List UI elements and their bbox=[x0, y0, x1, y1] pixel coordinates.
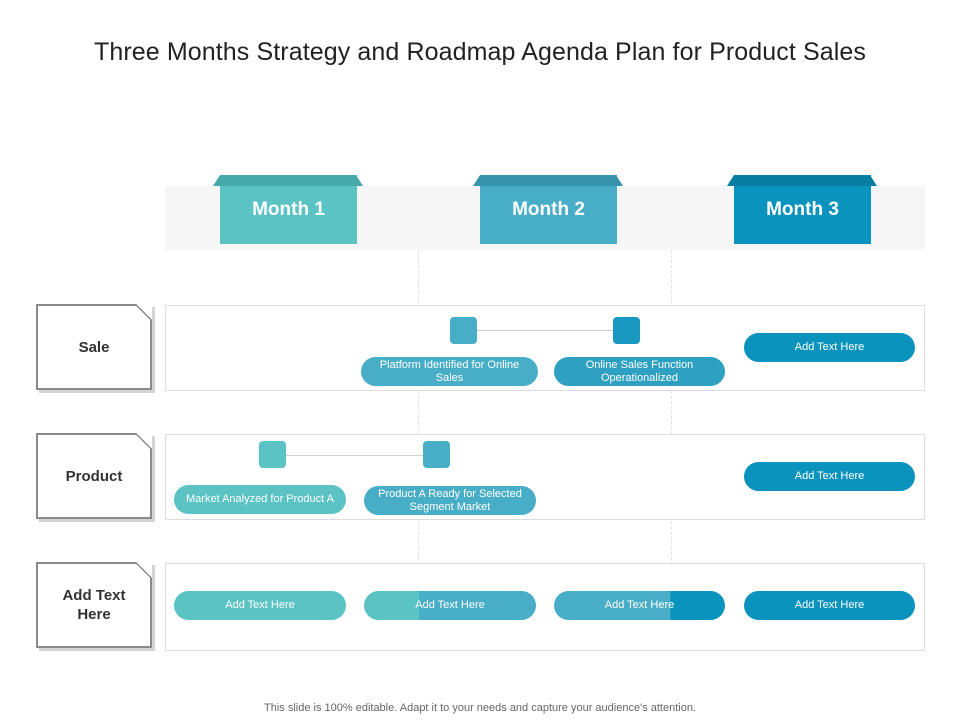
task-pill[interactable]: Add Text Here bbox=[174, 591, 346, 620]
folded-corner bbox=[136, 304, 152, 320]
month-3-label: Month 3 bbox=[766, 198, 839, 220]
month-2-tab[interactable]: Month 2 bbox=[473, 175, 623, 244]
folded-corner bbox=[136, 433, 152, 449]
month-1-tab[interactable]: Month 1 bbox=[213, 175, 363, 244]
month-divider bbox=[418, 250, 419, 590]
task-pill[interactable]: Product A Ready for Selected Segment Mar… bbox=[364, 486, 536, 515]
milestone-marker[interactable] bbox=[450, 317, 477, 344]
page-title: Three Months Strategy and Roadmap Agenda… bbox=[93, 38, 867, 66]
milestone-marker[interactable] bbox=[259, 441, 286, 468]
month-1-label: Month 1 bbox=[252, 198, 325, 220]
task-pill[interactable]: Add Text Here bbox=[744, 333, 915, 362]
month-divider bbox=[671, 250, 672, 590]
milestone-connector bbox=[286, 455, 424, 456]
row-label-product: Product bbox=[36, 433, 152, 519]
task-pill[interactable]: Platform Identified for Online Sales bbox=[361, 357, 538, 386]
row-label-text: Sale bbox=[78, 338, 110, 356]
footer-note: This slide is 100% editable. Adapt it to… bbox=[264, 702, 696, 714]
task-pill[interactable]: Add Text Here bbox=[364, 591, 536, 620]
tab-ear bbox=[213, 175, 363, 186]
task-pill[interactable]: Add Text Here bbox=[554, 591, 725, 620]
month-3-tab[interactable]: Month 3 bbox=[727, 175, 877, 244]
task-pill[interactable]: Market Analyzed for Product A bbox=[174, 485, 346, 514]
row-label-text: Product bbox=[65, 467, 123, 485]
tab-ear bbox=[473, 175, 623, 186]
milestone-connector bbox=[477, 330, 627, 331]
milestone-marker[interactable] bbox=[613, 317, 640, 344]
task-pill[interactable]: Add Text Here bbox=[744, 591, 915, 620]
task-pill[interactable]: Online Sales Function Operationalized bbox=[554, 357, 725, 386]
task-pill[interactable]: Add Text Here bbox=[744, 462, 915, 491]
milestone-marker[interactable] bbox=[423, 441, 450, 468]
folded-corner bbox=[136, 562, 152, 578]
row-label-sale: Sale bbox=[36, 304, 152, 390]
month-2-label: Month 2 bbox=[512, 198, 585, 220]
tab-ear bbox=[727, 175, 877, 186]
row-label-other: Add Text Here bbox=[36, 562, 152, 648]
row-label-text: Add Text Here bbox=[62, 587, 126, 623]
